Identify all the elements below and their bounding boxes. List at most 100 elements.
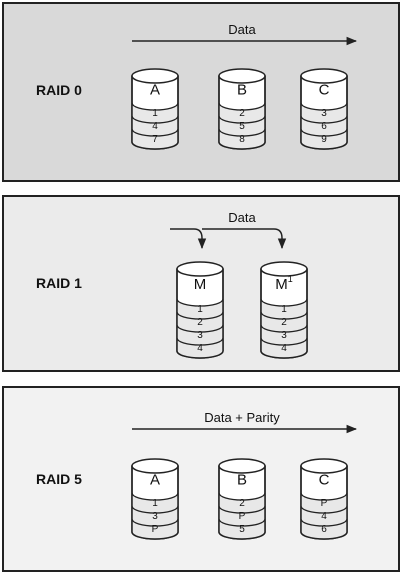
raid1-disk-m1-band	[261, 338, 307, 358]
raid0-disk-c-band	[301, 116, 347, 136]
raid0-disk-c-slot: 9	[321, 134, 327, 145]
raid1-disk-m-label: M	[194, 276, 207, 293]
raid5-disk-a-label: A	[150, 472, 160, 489]
raid5-disk-b-label: B	[237, 472, 247, 489]
raid0-disk-a-band	[132, 129, 178, 149]
raid5-disk-b-slot: 5	[239, 524, 245, 535]
raid5-disk-b-band	[219, 506, 265, 526]
raid0-disk-c-label: C	[319, 82, 330, 99]
raid5-disk-b-slot: 2	[239, 498, 245, 509]
raid5-disk-b-band-line	[218, 505, 266, 514]
raid1-data-arrow-mirror	[202, 228, 287, 250]
raid5-disk-b-top	[218, 458, 266, 474]
raid1-disk-m1-band	[261, 299, 307, 319]
raid0-disk-c-slot: 6	[321, 121, 327, 132]
raid1-disk-m1-band-line	[260, 298, 308, 307]
raid1-disk-m-slot: 3	[197, 330, 203, 341]
raid5-disk-a-top	[131, 458, 179, 474]
raid5-disk-b-band-line	[218, 492, 266, 501]
raid1-data-arrow-primary	[170, 228, 207, 250]
raid1-disk-m-band-line	[176, 311, 224, 320]
raid5-disk-c-label: C	[319, 472, 330, 489]
raid5-disk-b-band	[219, 493, 265, 513]
raid1-disk-m-top	[176, 261, 224, 277]
raid0-disk-c-band	[301, 129, 347, 149]
raid5-disk-b: 2P 5 B	[218, 458, 266, 540]
raid0-disk-c-top	[300, 68, 348, 84]
raid1-disk-m-band	[177, 325, 223, 345]
raid1-disk-m-band-line	[176, 298, 224, 307]
raid1-disk-m1-top	[260, 261, 308, 277]
raid1-disk-m-slot: 1	[197, 304, 203, 315]
raid1-disk-m-slot: 2	[197, 317, 203, 328]
raid1-disk-m1-slot: 4	[281, 343, 287, 354]
raid5-disk-c-slot: 6	[321, 524, 327, 535]
raid0-disk-a-band	[132, 103, 178, 123]
raid5-label: RAID 5	[36, 471, 82, 487]
raid5-disk-a-band	[132, 519, 178, 539]
raid5-disk-b-slot: P	[239, 511, 246, 522]
raid5-disk-b-band-line	[218, 518, 266, 527]
raid1-disk-m1-base	[260, 350, 308, 359]
raid5-disk-a-slot: 1	[152, 498, 158, 509]
raid5-disk-c-band-line	[300, 518, 348, 527]
raid0-disk-c-band-line	[300, 102, 348, 111]
raid0-disk-b-label: B	[237, 82, 247, 99]
raid1-disk-m1-band	[261, 325, 307, 345]
raid5-disk-a-band	[132, 506, 178, 526]
raid5-disk-c-top	[300, 458, 348, 474]
raid0-disk-a-slot: 1	[152, 108, 158, 119]
raid0-disk-b-top	[218, 68, 266, 84]
raid0-disk-c-band-line	[300, 115, 348, 124]
raid0-disk-a-band	[132, 116, 178, 136]
raid1-disk-m: 1 2 3 4 M	[176, 261, 224, 359]
raid1-disk-m-base	[176, 350, 224, 359]
raid0-flow-label: Data	[228, 22, 256, 37]
raid1-disk-m-band-line	[176, 324, 224, 333]
raid5-disk-c-band-line	[300, 492, 348, 501]
raid5-disk-a-base	[131, 531, 179, 540]
raid0-disk-a-band-line	[131, 128, 179, 137]
raid0-disk-c-band	[301, 103, 347, 123]
raid1-disk-m1-slot: 2	[281, 317, 287, 328]
raid0-disk-b-base	[218, 141, 266, 150]
raid1-disk-m-slot: 4	[197, 343, 203, 354]
raid1-disk-m1-band-line	[260, 311, 308, 320]
raid5-disk-b-band	[219, 519, 265, 539]
raid0-disk-b-band	[219, 129, 265, 149]
raid5-disk-c-band	[301, 493, 347, 513]
raid1-disk-m-band	[177, 312, 223, 332]
raid5-disk-a-band-line	[131, 505, 179, 514]
raid0-disk-c-band-line	[300, 128, 348, 137]
raid1-disk-m1-slot: 3	[281, 330, 287, 341]
raid5-disk-a-band	[132, 493, 178, 513]
raid1-disk-m1-band-line	[260, 337, 308, 346]
raid1-flow-label: Data	[228, 210, 256, 225]
raid0-label: RAID 0	[36, 82, 82, 98]
raid0-disk-a-base	[131, 141, 179, 150]
raid5-disk-a-slot: P	[152, 524, 159, 535]
raid0-disk-b-band-line	[218, 115, 266, 124]
raid5-disk-a-band-line	[131, 518, 179, 527]
raid0-disk-b-band-line	[218, 102, 266, 111]
raid1-disk-m-band-line	[176, 337, 224, 346]
raid1-label: RAID 1	[36, 275, 82, 291]
raid0-disk-a-slot: 4	[152, 121, 158, 132]
raid5-disk-c-band	[301, 506, 347, 526]
raid0-disk-b-band	[219, 116, 265, 136]
raid0-disk-a-band-line	[131, 102, 179, 111]
raid0-disk-c-base	[300, 141, 348, 150]
raid0-disk-b-slot: 8	[239, 134, 245, 145]
raid5-disk-a-band-line	[131, 492, 179, 501]
raid1-disk-m-band	[177, 338, 223, 358]
raid1-disk-m1-slot: 1	[281, 304, 287, 315]
